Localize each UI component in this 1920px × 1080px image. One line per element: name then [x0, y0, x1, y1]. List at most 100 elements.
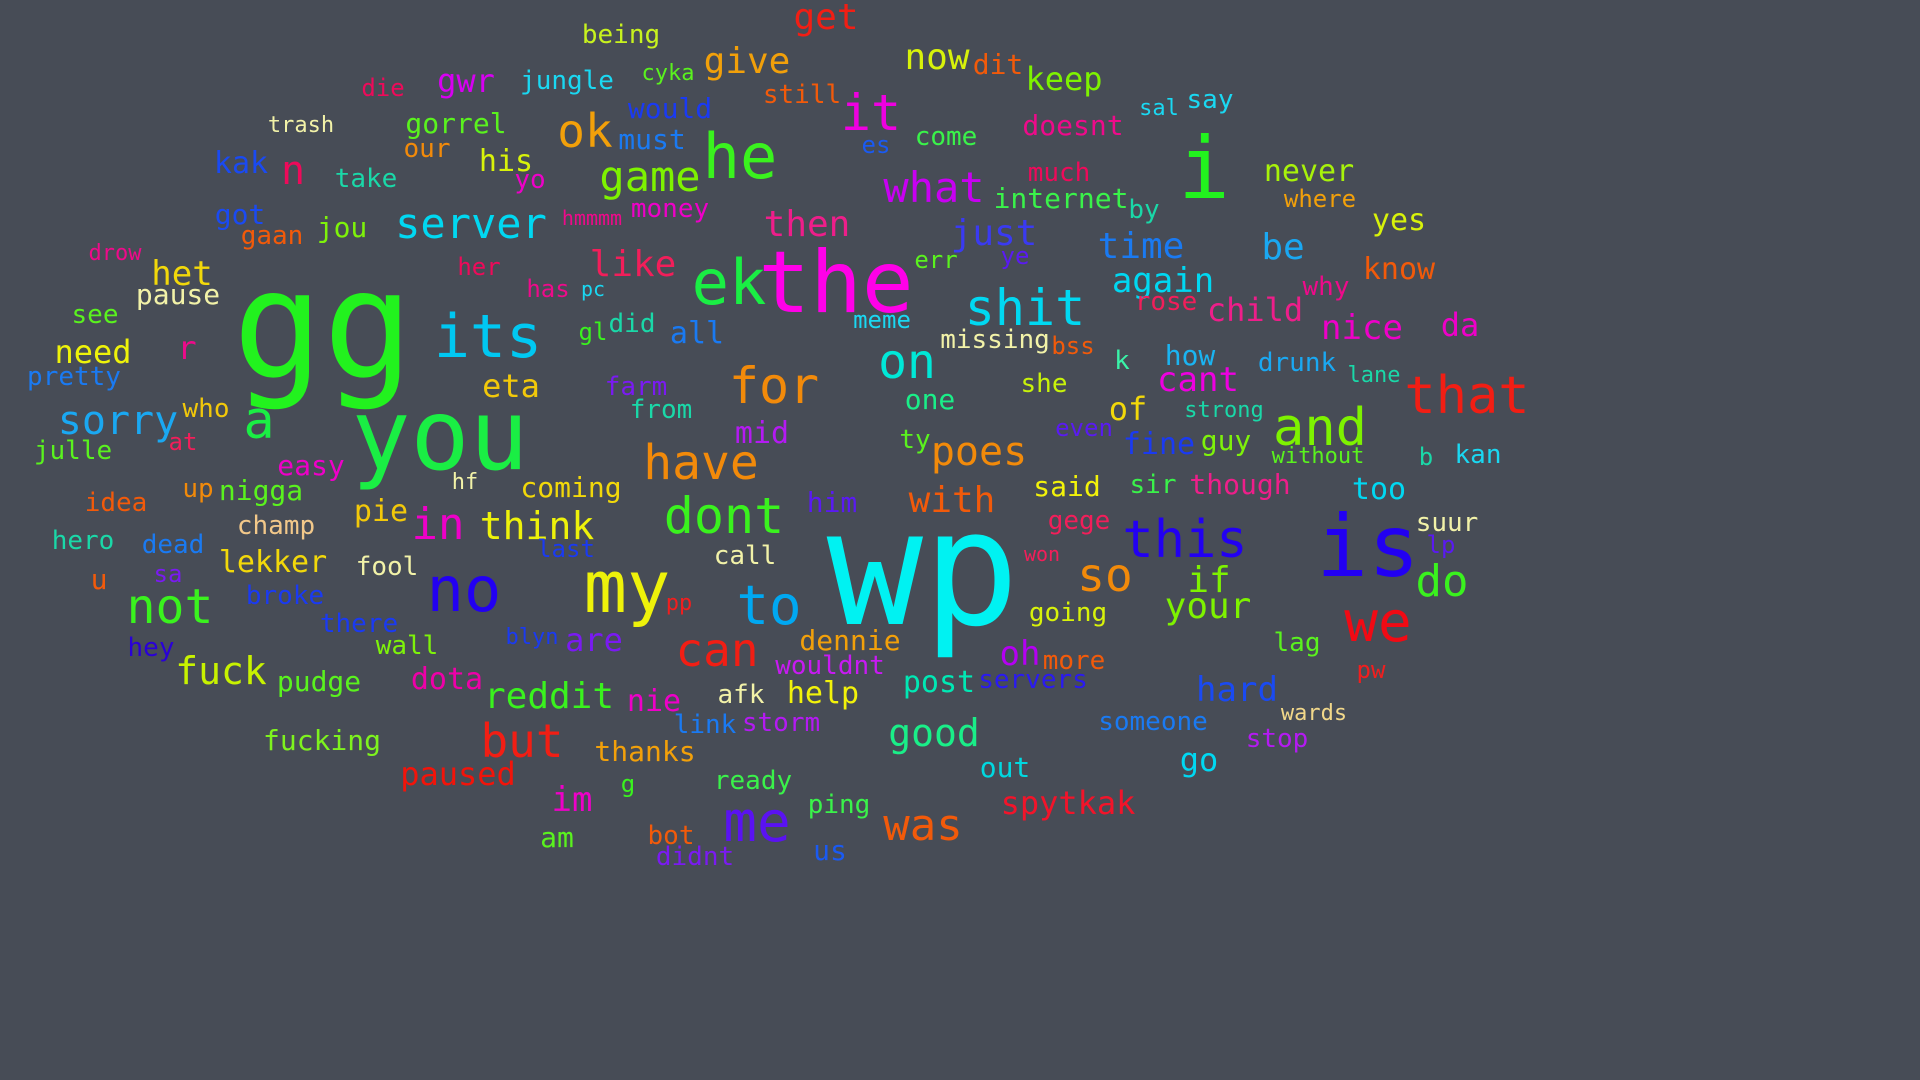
- word-dit: dit: [972, 48, 1024, 81]
- word-poes: poes: [930, 429, 1028, 475]
- word-eta: eta: [482, 367, 540, 405]
- word-he: he: [702, 120, 778, 193]
- word-him: him: [806, 486, 858, 519]
- word-trash: trash: [267, 113, 335, 138]
- word-nie: nie: [626, 684, 682, 719]
- word-has: has: [526, 275, 570, 303]
- word-her: her: [457, 253, 501, 281]
- word-much: much: [1027, 158, 1091, 188]
- word-bss: bss: [1051, 332, 1095, 360]
- word-help: help: [786, 676, 860, 711]
- word-b: b: [1418, 443, 1434, 471]
- word-a: a: [243, 391, 275, 451]
- word-jungle: jungle: [520, 66, 614, 96]
- word-me: me: [723, 790, 791, 855]
- word-u: u: [90, 563, 108, 596]
- word-ready: ready: [713, 766, 793, 796]
- word-from: from: [629, 395, 693, 425]
- word-g: g: [620, 770, 636, 798]
- word-da: da: [1440, 306, 1480, 344]
- word-be: be: [1261, 227, 1305, 268]
- word-no: no: [426, 553, 502, 626]
- word-hard: hard: [1196, 670, 1278, 710]
- word-dennie: dennie: [799, 624, 901, 657]
- word-the: the: [758, 233, 914, 333]
- word-have: have: [643, 435, 759, 491]
- word-wouldnt: wouldnt: [775, 651, 885, 681]
- word-know: know: [1362, 252, 1436, 287]
- word-hey: hey: [127, 633, 175, 663]
- word-fucking: fucking: [262, 724, 382, 757]
- word-shit: shit: [964, 279, 1086, 337]
- word-didnt: didnt: [655, 842, 735, 872]
- word-link: link: [673, 710, 737, 740]
- word-see: see: [71, 300, 119, 330]
- word-lp: lp: [1426, 531, 1456, 559]
- word-keep: keep: [1025, 60, 1103, 98]
- word-its: its: [433, 302, 543, 372]
- word-thanks: thanks: [594, 735, 696, 768]
- word-easy: easy: [277, 449, 345, 482]
- word-pudge: pudge: [276, 665, 362, 698]
- word-not: not: [126, 579, 214, 635]
- word-ping: ping: [807, 790, 871, 820]
- word-i: i: [1178, 119, 1230, 219]
- word-even: even: [1055, 414, 1113, 442]
- word-drunk: drunk: [1257, 348, 1337, 378]
- word-time: time: [1097, 226, 1185, 267]
- word-did: did: [608, 309, 656, 339]
- word-n: n: [280, 148, 306, 194]
- word-his: his: [478, 144, 534, 179]
- word-lag: lag: [1273, 628, 1321, 658]
- word-cyka: cyka: [641, 61, 695, 86]
- word-wp: wp: [826, 475, 1020, 662]
- word-last: last: [537, 535, 595, 563]
- word-gaan: gaan: [240, 221, 304, 251]
- word-got: got: [214, 198, 266, 231]
- word-with: with: [908, 480, 996, 521]
- word-need: need: [54, 333, 132, 371]
- word-dead: dead: [141, 530, 205, 560]
- word-without: without: [1271, 444, 1365, 469]
- word-in: in: [411, 499, 465, 550]
- word-am: am: [540, 821, 574, 854]
- word-us: us: [813, 834, 847, 867]
- word-to: to: [736, 574, 802, 637]
- word-coming: coming: [520, 471, 622, 504]
- word-jou: jou: [316, 211, 368, 244]
- word-r: r: [177, 329, 197, 367]
- word-ek: ek: [691, 246, 767, 319]
- word-broke: broke: [245, 581, 325, 611]
- word-post: post: [902, 665, 976, 700]
- word-hero: hero: [51, 526, 115, 556]
- word-spytkak: spytkak: [1000, 784, 1136, 822]
- word-would: would: [627, 92, 713, 125]
- word-more: more: [1042, 646, 1106, 676]
- word-dont: dont: [663, 487, 785, 545]
- word-who: who: [182, 394, 230, 424]
- word-is: is: [1316, 497, 1420, 597]
- word-het: het: [151, 254, 213, 294]
- word-get: get: [793, 0, 859, 38]
- word-hf: hf: [451, 470, 479, 495]
- word-like: like: [589, 244, 677, 285]
- word-die: die: [361, 74, 405, 102]
- word-this: this: [1122, 510, 1248, 570]
- word-pw: pw: [1356, 656, 1386, 684]
- word-by: by: [1128, 195, 1160, 225]
- word-why: why: [1302, 272, 1350, 302]
- word-call: call: [713, 541, 777, 571]
- word-missing: missing: [940, 325, 1050, 355]
- word-bot: bot: [647, 821, 695, 851]
- word-on: on: [878, 334, 936, 390]
- word-said: said: [1033, 470, 1101, 503]
- word-ty: ty: [899, 425, 931, 455]
- word-though: though: [1189, 468, 1291, 501]
- word-mid: mid: [734, 416, 790, 451]
- word-being: being: [581, 20, 661, 50]
- word-julle: julle: [33, 436, 113, 466]
- word-all: all: [669, 316, 725, 351]
- word-gg: gg: [232, 239, 414, 413]
- word-err: err: [914, 246, 958, 274]
- word-rose: rose: [1134, 287, 1198, 317]
